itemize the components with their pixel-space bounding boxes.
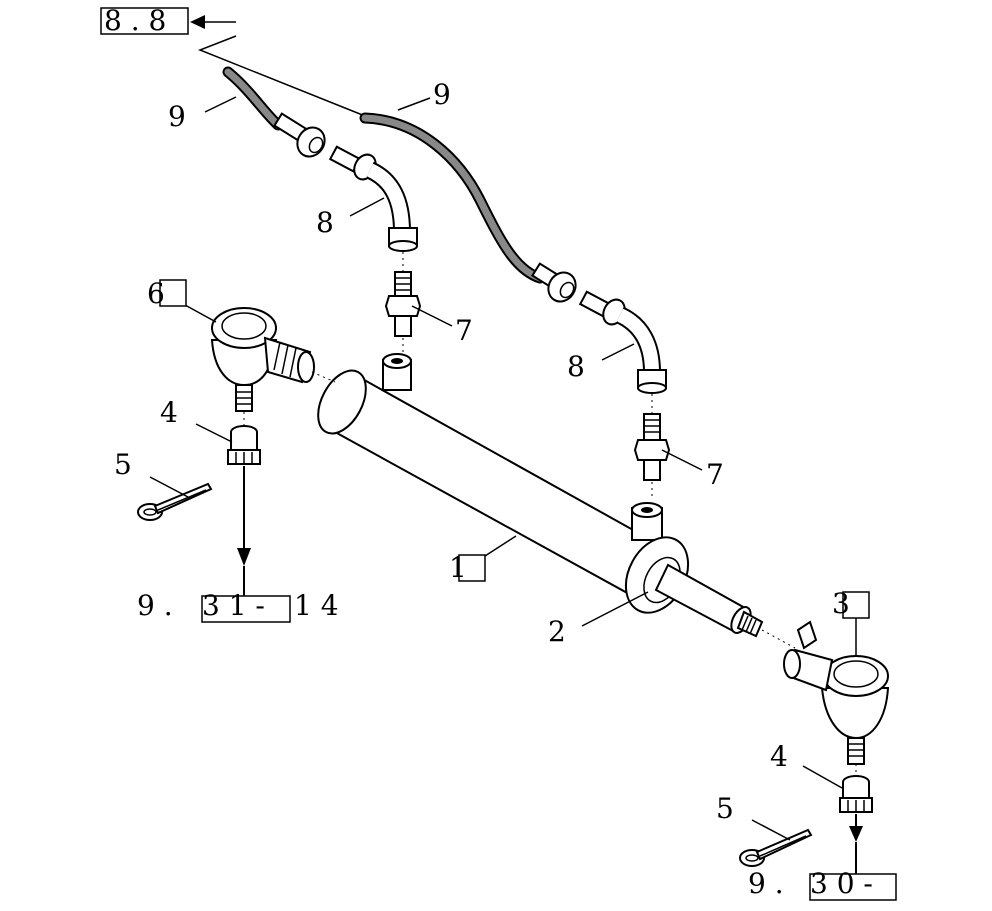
arrow-to-left-reference bbox=[237, 466, 251, 596]
leader-lines bbox=[149, 96, 857, 841]
reference-left-suffix: 1 4 bbox=[294, 589, 339, 622]
hydraulic-cylinder bbox=[317, 353, 690, 614]
reference-top-label: 8 . 8 bbox=[104, 4, 166, 37]
callout-5-left: 5 bbox=[114, 448, 132, 481]
reference-right-box bbox=[809, 873, 897, 901]
reference-right-boxed: 3 0 - bbox=[810, 867, 873, 900]
callout-7-lower: 7 bbox=[706, 458, 724, 491]
callout-3: 3 bbox=[832, 587, 850, 620]
callout-6-box bbox=[159, 279, 187, 307]
hose-left bbox=[222, 66, 326, 158]
adapter-lower bbox=[633, 394, 671, 500]
hose-right bbox=[359, 112, 577, 303]
elbow-fitting-lower bbox=[578, 290, 667, 394]
castle-nut-left bbox=[227, 425, 261, 465]
callout-7-upper: 7 bbox=[455, 314, 473, 347]
castle-nut-right bbox=[839, 775, 873, 813]
callout-9-left: 9 bbox=[168, 100, 186, 133]
arrow-to-right-reference bbox=[849, 814, 863, 874]
reference-left-box bbox=[201, 595, 291, 623]
reference-right: 9 . 3 0 - bbox=[748, 867, 897, 901]
reference-left-prefix: 9 . bbox=[137, 589, 173, 622]
piston-rod bbox=[654, 563, 796, 649]
reference-right-prefix: 9 . bbox=[748, 867, 784, 900]
callout-4-left: 4 bbox=[160, 396, 178, 429]
cotter-pin-right bbox=[739, 828, 813, 867]
adapter-upper bbox=[384, 252, 422, 356]
reference-left: 9 . 3 1 - 1 4 bbox=[137, 589, 339, 623]
callout-8-upper: 8 bbox=[316, 206, 334, 239]
callout-2: 2 bbox=[548, 615, 566, 648]
reference-left-boxed: 3 1 - bbox=[202, 589, 265, 622]
cotter-pin-left bbox=[137, 482, 213, 521]
tie-rod-end-right bbox=[783, 620, 890, 776]
elbow-fitting-upper bbox=[328, 145, 418, 252]
callout-6: 6 bbox=[147, 277, 165, 310]
reference-top-arrowhead bbox=[190, 15, 205, 29]
callout-3-box bbox=[842, 591, 870, 619]
callout-4-right: 4 bbox=[770, 740, 788, 773]
reference-top: 8 . 8 bbox=[100, 4, 371, 119]
reference-top-box bbox=[100, 7, 189, 35]
tie-rod-end-left bbox=[210, 307, 336, 426]
callout-1: 1 bbox=[449, 551, 467, 584]
callout-9-right: 9 bbox=[433, 78, 451, 111]
callout-8-lower: 8 bbox=[567, 350, 585, 383]
callout-5-right: 5 bbox=[716, 792, 734, 825]
callout-1-box bbox=[458, 554, 486, 582]
reference-top-leader bbox=[197, 35, 371, 119]
